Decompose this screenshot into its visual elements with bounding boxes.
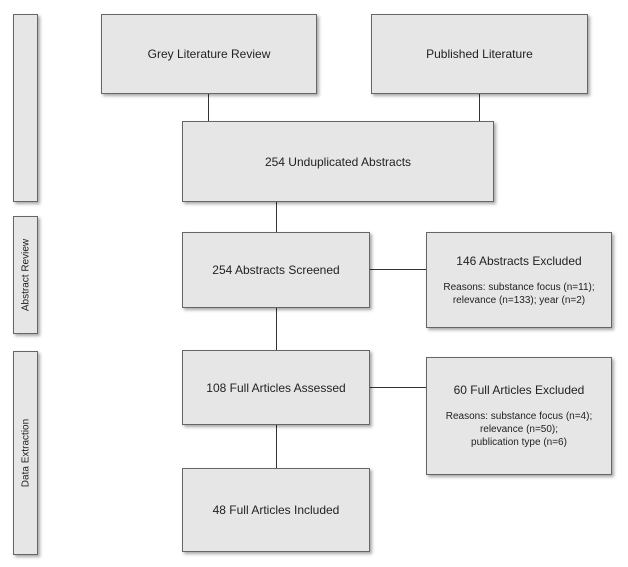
connector-assessed-to-included: [276, 425, 277, 468]
abstracts-excluded-title: 146 Abstracts Excluded: [456, 253, 582, 268]
full-articles-excluded-box: 60 Full Articles Excluded Reasons: subst…: [426, 357, 612, 475]
published-literature-label: Published Literature: [426, 47, 533, 61]
abstracts-screened-label: 254 Abstracts Screened: [212, 263, 340, 277]
connector-screened-to-assessed: [276, 308, 277, 350]
unduplicated-abstracts-box: 254 Unduplicated Abstracts: [182, 121, 494, 202]
full-articles-excluded-reason-2: relevance (n=50);: [479, 424, 559, 435]
grey-literature-label: Grey Literature Review: [147, 47, 271, 61]
connector-grey-down: [208, 94, 209, 121]
abstracts-excluded-reason-2: relevance (n=133); year (n=2): [452, 294, 586, 306]
full-articles-excluded-reason-1: Reasons: substance focus (n=4);: [445, 411, 593, 422]
published-literature-box: Published Literature: [371, 14, 588, 94]
connector-screened-to-excluded: [370, 269, 426, 270]
full-articles-included-box: 48 Full Articles Included: [182, 468, 370, 552]
abstracts-excluded-reason-1: Reasons: substance focus (n=11);: [443, 281, 595, 293]
connector-assessed-to-excluded: [370, 387, 426, 388]
connector-published-down: [479, 94, 480, 121]
grey-literature-box: Grey Literature Review: [101, 14, 317, 94]
stage-bar-identification: [13, 14, 38, 202]
full-articles-excluded-title: 60 Full Articles Excluded: [453, 383, 585, 397]
full-articles-assessed-label: 108 Full Articles Assessed: [206, 380, 346, 395]
stage-bar-abstract-review: Abstract Review: [13, 216, 38, 334]
stage-label-abstract-review: Abstract Review: [20, 238, 31, 312]
full-articles-assessed-box: 108 Full Articles Assessed: [182, 350, 370, 425]
full-articles-excluded-reason-3: publication type (n=6): [471, 437, 567, 448]
unduplicated-abstracts-label: 254 Unduplicated Abstracts: [264, 154, 412, 169]
full-articles-included-label: 48 Full Articles Included: [212, 503, 340, 517]
abstracts-excluded-box: 146 Abstracts Excluded Reasons: substanc…: [426, 232, 612, 328]
stage-bar-data-extraction: Data Extraction: [13, 351, 38, 555]
connector-unduplicated-to-screened: [276, 202, 277, 232]
stage-label-data-extraction: Data Extraction: [20, 418, 31, 488]
abstracts-screened-box: 254 Abstracts Screened: [182, 232, 370, 308]
